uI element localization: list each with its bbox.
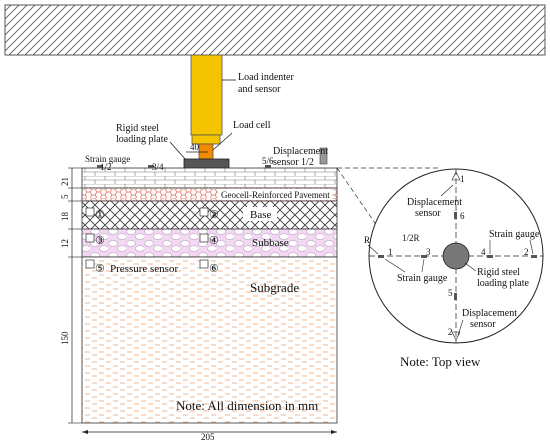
reaction-frame — [4, 4, 546, 56]
strain-gauge-label: Strain gauge — [85, 154, 130, 164]
pressure-sensor-2: ② — [199, 207, 219, 221]
rigid-plate-label-2: loading plate — [116, 134, 168, 145]
dim-5: 5 — [60, 194, 70, 199]
tv-disp-top-2: sensor — [415, 208, 441, 219]
tv-disp-bottom-2: sensor — [470, 319, 496, 330]
plate-width-dim: 40 — [190, 142, 200, 152]
gauge-34-label: 3/4 — [152, 162, 164, 172]
top-mark-5: 5 — [448, 288, 453, 298]
load-cell — [198, 143, 214, 160]
pressure-sensor-5: ⑤ — [85, 259, 105, 275]
load-indenter-label-1: Load indenter — [238, 72, 294, 83]
svg-text:⑤: ⑤ — [95, 263, 105, 275]
half-radius-label: 1/2R — [402, 233, 420, 243]
svg-text:③: ③ — [95, 235, 105, 247]
pressure-sensor-label: Pressure sensor — [110, 263, 178, 275]
load-indenter — [190, 54, 223, 136]
tv-plate-1: Rigid steel — [477, 267, 520, 278]
subgrade-label: Subgrade — [250, 280, 299, 295]
width-dim: 205 — [201, 432, 215, 442]
geocell-layer-label: Geocell-Reinforced Pavement — [221, 190, 330, 200]
dim-18: 18 — [60, 212, 70, 222]
base-label: Base — [250, 209, 272, 221]
tv-strain-left: Strain gauge — [397, 273, 448, 284]
rigid-steel-plate — [183, 158, 230, 169]
svg-text:②: ② — [209, 209, 219, 221]
svg-text:⑥: ⑥ — [209, 263, 219, 275]
top-mark-6: 6 — [460, 211, 465, 221]
subgrade-layer — [81, 256, 338, 424]
pressure-sensor-1: ① — [85, 207, 105, 221]
rigid-plate-label-1: Rigid steel — [116, 123, 159, 134]
pressure-sensor-3: ③ — [85, 233, 105, 247]
top-view-note: Note: Top view — [400, 354, 481, 369]
base-layer — [81, 200, 338, 230]
gauge-12-label: 1/2 — [100, 162, 112, 172]
dim-150: 150 — [60, 331, 70, 345]
gauge-56-label: 5/6 — [262, 156, 274, 166]
surface-layer — [81, 167, 338, 189]
top-mark-bottom-2: 2 — [448, 327, 453, 337]
tv-plate-2: loading plate — [477, 278, 529, 289]
top-mark-right-2: 2 — [524, 247, 529, 257]
displacement-sensor-label-1: Displacement — [273, 146, 328, 157]
load-indenter-label-2: and sensor — [238, 84, 281, 95]
top-mark-left-1: 1 — [388, 247, 393, 257]
tv-disp-bottom-1: Displacement — [462, 308, 517, 319]
radius-label: R — [364, 235, 370, 245]
svg-text:④: ④ — [209, 235, 219, 247]
pressure-sensor-6: ⑥ — [199, 259, 219, 275]
pressure-sensor-4: ④ — [199, 233, 219, 247]
dim-12: 12 — [60, 239, 70, 248]
tv-disp-top-1: Displacement — [407, 197, 462, 208]
svg-text:①: ① — [95, 209, 105, 221]
displacement-sensor-label-2: sensor 1/2 — [273, 157, 314, 168]
dim-21: 21 — [60, 177, 70, 186]
dimension-note: Note: All dimension in mm — [176, 398, 318, 413]
top-mark-1: 1 — [460, 174, 465, 184]
subbase-layer — [81, 228, 338, 258]
top-view-plate — [442, 242, 470, 270]
displacement-sensor-icon — [319, 147, 328, 165]
subbase-label: Subbase — [252, 237, 289, 249]
tv-strain-right: Strain gauge — [489, 229, 540, 240]
load-cell-label: Load cell — [233, 120, 271, 131]
top-mark-4: 4 — [481, 247, 486, 257]
top-mark-3: 3 — [426, 247, 431, 257]
